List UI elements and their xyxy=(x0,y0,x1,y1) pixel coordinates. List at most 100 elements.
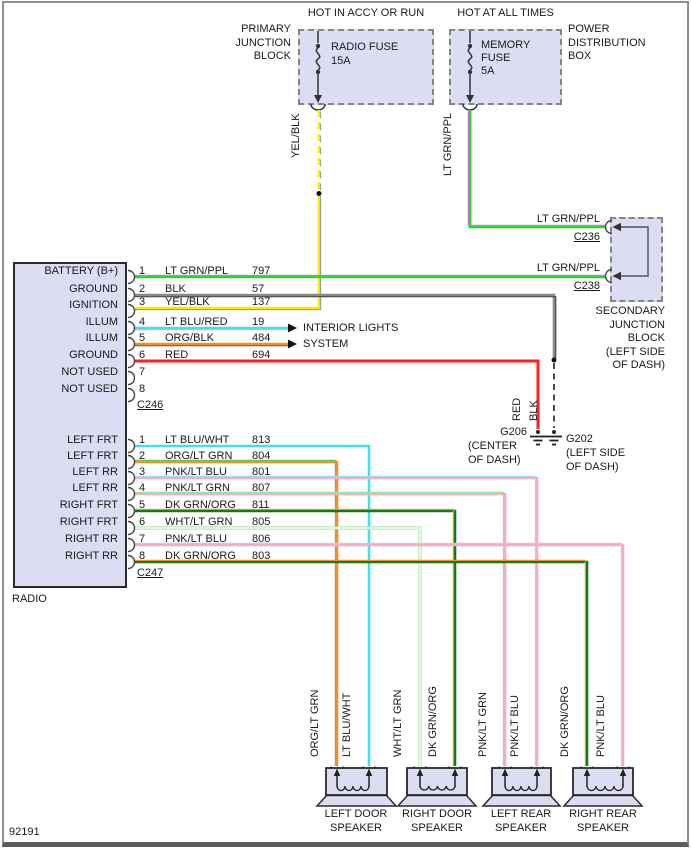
c246-fn-8: NOT USED xyxy=(61,383,118,395)
radio-fuse-symbol xyxy=(310,31,326,111)
c247-pin-2: 2 xyxy=(139,450,146,462)
radio-fuse-rating: 15A xyxy=(331,55,351,67)
blk-ground-wire-label: BLK xyxy=(528,400,540,421)
lt-grn-ppl-vertical-wire-label: LT GRN/PPL xyxy=(442,112,454,176)
speaker-symbol-left-rear xyxy=(481,767,562,807)
secondary-junction-block-label: SECONDARY JUNCTION BLOCK (LEFT SIDE OF D… xyxy=(595,305,665,371)
yel-blk-vertical-wire-label: YEL/BLK xyxy=(290,113,302,158)
radio-block-box xyxy=(13,262,127,588)
c247-pin-7: 7 xyxy=(139,533,146,545)
g206-loc-2: OF DASH) xyxy=(468,454,521,466)
sp-wire-label-pnk-lt-blu-1: PNK/LT BLU xyxy=(509,695,521,757)
c246-pin-1: 1 xyxy=(139,265,146,277)
c246-cct-5: 484 xyxy=(252,332,271,344)
c247-cct-4: 807 xyxy=(252,482,271,494)
interior-lights-label-2: SYSTEM xyxy=(303,338,349,350)
c238-connector-label: C238 xyxy=(573,280,600,292)
g206-label: G206 xyxy=(500,426,527,438)
radio-fuse-name: RADIO FUSE xyxy=(331,41,399,53)
c247-wire-6: WHT/LT GRN xyxy=(165,516,233,528)
g206-loc-1: (CENTER xyxy=(468,440,517,452)
c246-fn-3: IGNITION xyxy=(69,299,118,311)
c247-fn-5: RIGHT FRT xyxy=(59,499,118,511)
sp-wire-label-pnk-lt-grn: PNK/LT GRN xyxy=(477,692,489,757)
c246-wire-2: BLK xyxy=(165,283,186,295)
wire-lt-grn-ppl-fuse xyxy=(467,110,606,229)
c247-cct-8: 803 xyxy=(252,550,271,562)
c246-cct-6: 694 xyxy=(252,349,271,361)
c246-wire-1: LT GRN/PPL xyxy=(165,265,229,277)
c246-pin-8: 8 xyxy=(139,383,146,395)
c247-fn-6: RIGHT FRT xyxy=(59,516,118,528)
c246-pin-4: 4 xyxy=(139,316,146,328)
c247-cct-6: 805 xyxy=(252,516,271,528)
c247-pin-5: 5 xyxy=(139,499,146,511)
c247-fn-7: RIGHT RR xyxy=(65,533,118,545)
c247-cct-1: 813 xyxy=(252,434,271,446)
c247-wire-4: PNK/LT GRN xyxy=(165,482,230,494)
wire-c246-pin4-lt-blu-red xyxy=(135,323,297,333)
sp-wire-label-wht-lt-grn: WHT/LT GRN xyxy=(392,689,404,757)
ground-symbol-g206 xyxy=(530,430,546,446)
c247-pin-arcs xyxy=(127,438,136,570)
c247-fn-3: LEFT RR xyxy=(72,466,118,478)
c246-fn-1: BATTERY (B+) xyxy=(44,265,118,277)
c246-pin-7: 7 xyxy=(139,366,146,378)
c246-fn-5: ILLUM xyxy=(85,332,118,344)
c247-wire-3: PNK/LT BLU xyxy=(165,466,227,478)
left-rear-speaker-label: LEFT REAR SPEAKER xyxy=(490,808,552,834)
c246-pin-arcs xyxy=(127,269,136,403)
power-distribution-box xyxy=(449,29,562,105)
c246-fn-7: NOT USED xyxy=(61,366,118,378)
power-distribution-box-label: POWER DISTRIBUTION BOX xyxy=(568,23,646,62)
wire-yel-blk-fuse xyxy=(135,110,322,311)
wire-c247-pin6-wht-lt-grn xyxy=(135,526,422,766)
red-ground-wire-label: RED xyxy=(511,397,523,421)
c247-fn-2: LEFT FRT xyxy=(67,450,118,462)
primary-junction-block-label: PRIMARY JUNCTION BLOCK xyxy=(235,23,291,62)
memory-fuse-symbol xyxy=(462,31,478,111)
c246-cct-2: 57 xyxy=(252,283,265,295)
c247-fn-8: RIGHT RR xyxy=(65,550,118,562)
c247-pin-1: 1 xyxy=(139,434,146,446)
wire-c247-pin1-lt-blu-wht xyxy=(135,444,371,766)
wire-c247-pin7-pnk-lt-blu xyxy=(135,542,625,766)
memory-fuse-name-1: MEMORY xyxy=(481,39,531,51)
wire-c246-pin6-red xyxy=(135,359,540,429)
c247-pin-3: 3 xyxy=(139,466,146,478)
c247-wire-2: ORG/LT GRN xyxy=(165,450,233,462)
c246-pin-2: 2 xyxy=(139,283,146,295)
c247-pin-8: 8 xyxy=(139,550,146,562)
c246-wire-3: YEL/BLK xyxy=(165,296,210,308)
left-door-speaker-label: LEFT DOOR SPEAKER xyxy=(324,808,388,834)
memory-fuse-rating: 5A xyxy=(481,65,495,77)
c246-fn-4: ILLUM xyxy=(85,316,118,328)
interior-lights-label-1: INTERIOR LIGHTS xyxy=(303,322,399,334)
speaker-symbol-right-rear xyxy=(562,767,644,807)
c246-wire-4: LT BLU/RED xyxy=(165,316,228,328)
wire-c247-pin5-dk-grn-org xyxy=(135,508,457,766)
c246-connector-label: C246 xyxy=(137,399,164,411)
c247-fn-4: LEFT RR xyxy=(72,482,118,494)
sp-wire-label-dk-grn-org-1: DK GRN/ORG xyxy=(427,686,439,757)
c247-wire-7: PNK/LT BLU xyxy=(165,533,227,545)
c238-wire-label: LT GRN/PPL xyxy=(536,262,600,274)
c247-pin-4: 4 xyxy=(139,482,146,494)
c247-fn-1: LEFT FRT xyxy=(67,434,118,446)
speaker-symbol-left-door xyxy=(315,767,398,807)
c246-pin-5: 5 xyxy=(139,332,146,344)
sp-wire-label-lt-blu-wht: LT BLU/WHT xyxy=(341,692,353,757)
c246-cct-4: 19 xyxy=(252,316,265,328)
right-door-speaker-label: RIGHT DOOR SPEAKER xyxy=(401,808,473,834)
memory-fuse-name-2: FUSE xyxy=(481,52,511,64)
sp-wire-label-dk-grn-org-2: DK GRN/ORG xyxy=(559,686,571,757)
wire-c247-pin3-pnk-lt-blu xyxy=(135,475,539,766)
wire-c246-pin2-blk xyxy=(135,293,557,428)
g202-loc-1: (LEFT SIDE xyxy=(566,447,626,459)
speaker-symbol-right-door xyxy=(396,767,478,807)
sp-wire-label-pnk-lt-blu-2: PNK/LT BLU xyxy=(595,695,607,757)
primary-junction-block-box xyxy=(298,29,434,105)
